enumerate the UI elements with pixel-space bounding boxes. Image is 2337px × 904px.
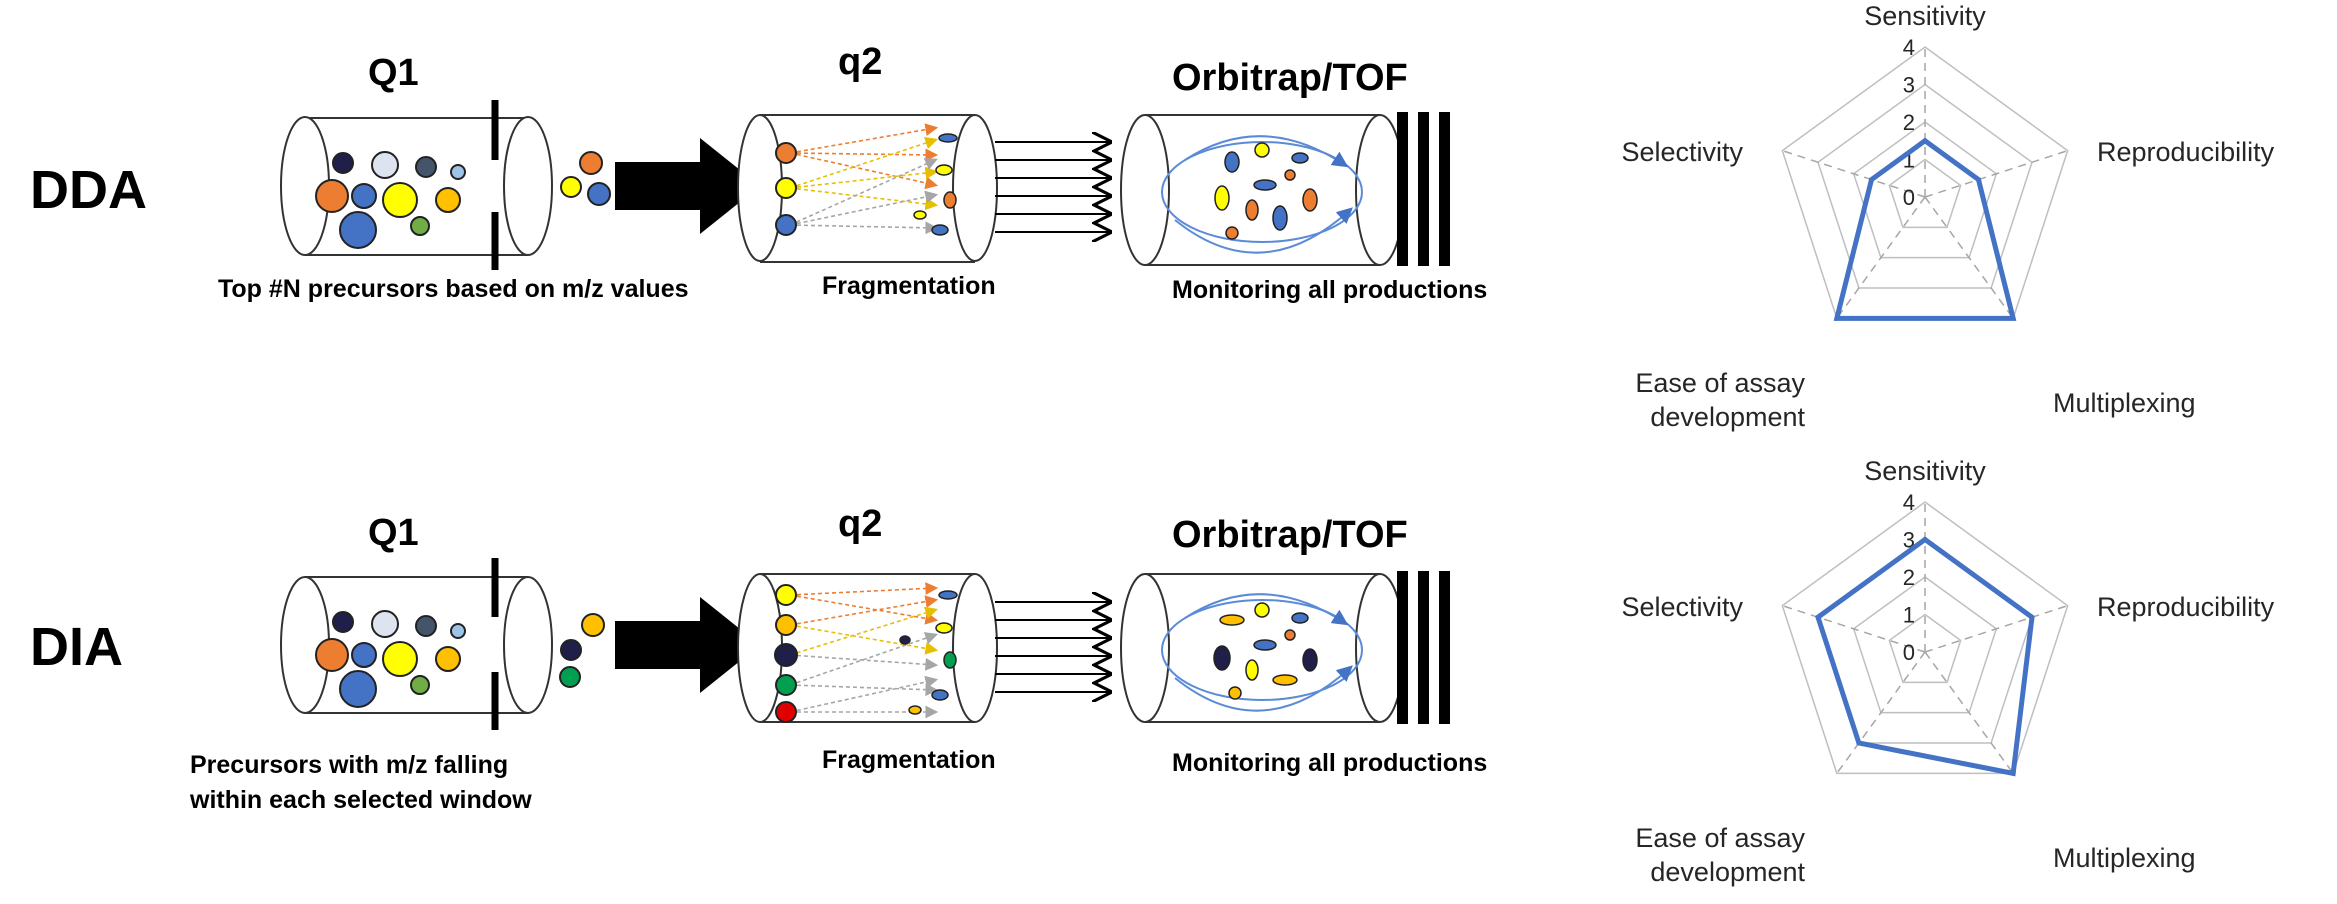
data-point <box>1834 315 1840 321</box>
analyzer-cylinder <box>1120 114 1405 266</box>
q1-cylinder <box>280 116 553 256</box>
data-point <box>2010 770 2016 776</box>
axis-label: Selectivity <box>1621 592 1743 622</box>
axis-label: Selectivity <box>1621 137 1743 167</box>
transfer-arrow <box>615 597 760 693</box>
grid-ring <box>1852 576 1998 714</box>
grid-ring <box>1781 501 2069 775</box>
precursor-ions <box>315 151 466 249</box>
trapped-ions <box>1213 602 1318 700</box>
fragmentation-paths <box>789 582 939 719</box>
tick-label: 4 <box>1903 35 1915 60</box>
axis-spoke <box>1782 604 1926 653</box>
q2-label: q2 <box>838 503 882 545</box>
series-line <box>1815 536 2035 777</box>
q1-cylinder <box>280 576 553 714</box>
axis-label: Sensitivity <box>1864 1 1986 31</box>
data-point <box>1922 138 1928 144</box>
data-point <box>2010 315 2016 321</box>
data-point <box>1869 177 1875 183</box>
grid-ring <box>1817 83 2033 289</box>
data-point <box>1922 537 1928 542</box>
tick-label: 4 <box>1903 490 1915 515</box>
mode-label: DDA <box>30 160 147 220</box>
axis-label: Multiplexing <box>2053 388 2196 418</box>
axis-spoke <box>1782 149 1926 198</box>
tick-label: 3 <box>1903 73 1915 98</box>
tick-label: 0 <box>1903 185 1915 210</box>
data-point <box>2029 614 2035 620</box>
ion-transfer-arrows <box>995 602 1110 692</box>
q1-caption: Top #N precursors based on m/z values <box>218 275 689 303</box>
axis-spoke <box>1836 196 1926 319</box>
q2-cylinder <box>737 114 998 263</box>
ion-transfer-arrows <box>995 142 1110 232</box>
axis-label: Reproducibility <box>2097 592 2275 622</box>
q2-caption: Fragmentation <box>822 746 996 774</box>
grid-ring <box>1888 158 1962 229</box>
series-line <box>1833 137 2017 321</box>
analyzer-caption: Monitoring all productions <box>1172 276 1487 304</box>
row-dia: DIA Q1 q2 Orbitrap/TOF <box>30 503 1487 814</box>
orbit-paths <box>1161 593 1363 712</box>
axis-spoke <box>1924 149 2068 198</box>
data-point <box>1975 177 1981 183</box>
transfer-arrow <box>615 138 760 234</box>
fragmentation-paths <box>789 123 939 235</box>
analyzer-cylinder <box>1120 573 1405 723</box>
orbit-paths <box>1161 135 1363 254</box>
q1-caption-line1: Precursors with m/z falling <box>190 751 508 779</box>
axis-spoke <box>1836 651 1926 774</box>
product-ions <box>899 590 958 715</box>
selected-precursors <box>559 613 605 688</box>
analyzer-caption: Monitoring all productions <box>1172 749 1487 777</box>
radar-chart-dia: 01234SensitivityReproducibilityMultiplex… <box>1621 456 2274 887</box>
q2-caption: Fragmentation <box>822 272 996 300</box>
tick-label: 2 <box>1903 565 1915 590</box>
data-point <box>1856 740 1862 746</box>
axis-label: Multiplexing <box>2053 843 2196 873</box>
product-ions <box>913 133 958 236</box>
q2-precursors <box>775 142 797 236</box>
axis-label: Reproducibility <box>2097 137 2275 167</box>
tick-label: 1 <box>1903 603 1915 628</box>
detector-plates <box>1397 112 1450 266</box>
selected-precursors <box>560 151 611 206</box>
q2-cylinder <box>737 573 998 723</box>
q2-precursors <box>774 584 798 723</box>
q1-caption-line2: within each selected window <box>189 786 532 814</box>
axis-spoke <box>1924 196 2014 319</box>
detector-plates <box>1397 571 1450 724</box>
q1-label: Q1 <box>368 52 419 94</box>
tick-label: 2 <box>1903 110 1915 135</box>
radar-chart-dda: 01234SensitivityReproducibilityMultiplex… <box>1621 1 2274 432</box>
analyzer-label: Orbitrap/TOF <box>1172 57 1408 99</box>
trapped-ions <box>1214 142 1318 240</box>
q2-label: q2 <box>838 41 882 83</box>
grid-ring <box>1888 613 1962 684</box>
grid-ring <box>1852 121 1998 259</box>
q1-label: Q1 <box>368 512 419 554</box>
mode-label: DIA <box>30 617 123 677</box>
data-point <box>1815 614 1821 620</box>
axis-spoke <box>1924 604 2068 653</box>
axis-spoke <box>1924 651 2014 774</box>
analyzer-label: Orbitrap/TOF <box>1172 514 1408 556</box>
axis-label: Sensitivity <box>1864 456 1986 486</box>
row-dda: DDA Q1 q2 Orbitrap/TOF <box>30 41 1487 304</box>
tick-label: 0 <box>1903 640 1915 665</box>
precursor-ions <box>315 610 466 708</box>
